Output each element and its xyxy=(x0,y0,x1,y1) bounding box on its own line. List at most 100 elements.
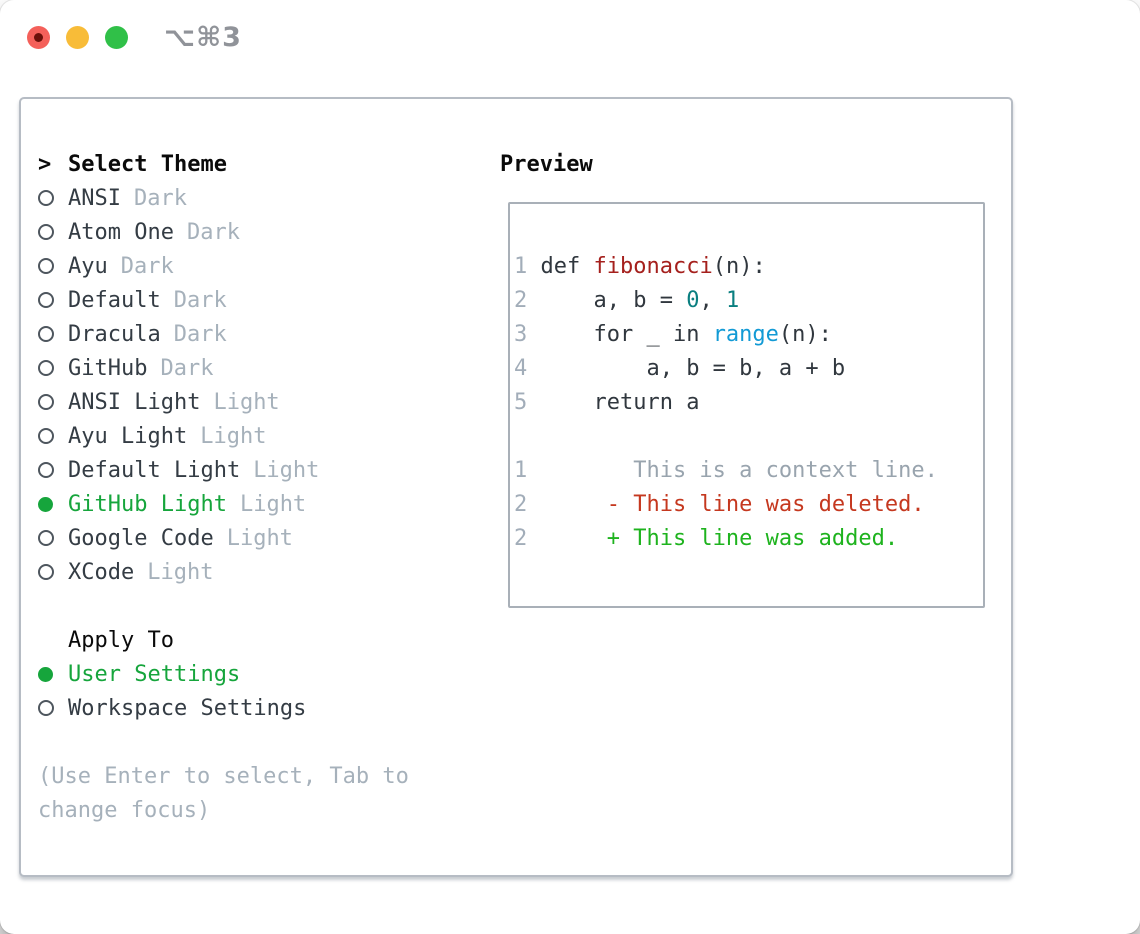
theme-option-ansi-light[interactable]: ANSI Light Light xyxy=(38,386,483,420)
theme-name: ANSI xyxy=(68,186,121,211)
line-number: 3 xyxy=(514,322,528,347)
code-token: a, b = b, a + b xyxy=(540,356,846,381)
theme-option-xcode[interactable]: XCode Light xyxy=(38,556,483,590)
theme-name: GitHub Light xyxy=(68,492,227,517)
diff-text: This is a context line. xyxy=(527,458,938,483)
code-line: 1 This is a context line. xyxy=(514,454,983,488)
theme-variant-label: Light xyxy=(200,424,267,449)
gap xyxy=(527,288,540,313)
code-line: 2 - This line was deleted. xyxy=(514,488,983,522)
gap xyxy=(527,390,540,415)
theme-variant-label: Light xyxy=(253,458,320,483)
radio-selected-icon xyxy=(38,496,53,512)
apply-to-title: Apply To xyxy=(68,628,174,653)
theme-name: ANSI Light xyxy=(68,390,201,415)
theme-name: GitHub xyxy=(68,356,148,381)
code-line: 2 + This line was added. xyxy=(514,522,983,556)
code-token: 0 xyxy=(686,288,700,313)
diff-text: + This line was added. xyxy=(527,526,899,551)
theme-option-ayu[interactable]: Ayu Dark xyxy=(38,250,483,284)
radio-icon xyxy=(38,258,54,274)
radio-icon xyxy=(38,530,54,546)
line-number: 2 xyxy=(514,526,528,551)
theme-variant-label: Dark xyxy=(173,322,227,347)
theme-variant-label: Dark xyxy=(120,254,174,279)
code-line: 5 return a xyxy=(514,386,983,420)
theme-option-ansi[interactable]: ANSI Dark xyxy=(38,182,483,216)
code-line xyxy=(514,420,983,454)
radio-icon xyxy=(38,326,54,342)
theme-name: Dracula xyxy=(68,322,161,347)
line-number: 2 xyxy=(514,492,528,517)
theme-option-ayu-light[interactable]: Ayu Light Light xyxy=(38,420,483,454)
apply-to-heading: Apply To xyxy=(38,624,483,658)
close-button[interactable] xyxy=(27,25,50,49)
cursor-marker: > xyxy=(38,152,52,177)
radio-icon xyxy=(38,564,54,580)
code-token: return a xyxy=(540,390,700,415)
radio-icon xyxy=(38,394,54,410)
code-line: 1 def fibonacci(n): xyxy=(514,250,983,284)
zoom-button[interactable] xyxy=(105,25,128,49)
theme-variant-label: Dark xyxy=(133,186,187,211)
code-line: 3 for _ in range(n): xyxy=(514,318,983,352)
apply-option-label: Workspace Settings xyxy=(68,696,307,721)
theme-option-github-light[interactable]: GitHub Light Light xyxy=(38,488,483,522)
theme-variant-label: Light xyxy=(239,492,307,517)
spacer xyxy=(38,726,483,760)
theme-option-dracula[interactable]: Dracula Dark xyxy=(38,318,483,352)
theme-option-default-light[interactable]: Default Light Light xyxy=(38,454,483,488)
code-line: 2 a, b = 0, 1 xyxy=(514,284,983,318)
titlebar: ⌥⌘3 xyxy=(0,0,1140,74)
theme-option-default[interactable]: Default Dark xyxy=(38,284,483,318)
code-token: range xyxy=(712,322,779,347)
blank-line xyxy=(514,424,527,449)
theme-name: Ayu Light xyxy=(68,424,188,449)
code-token: (n): xyxy=(778,322,832,347)
radio-icon xyxy=(38,224,54,240)
radio-icon xyxy=(38,428,54,444)
theme-option-github[interactable]: GitHub Dark xyxy=(38,352,483,386)
radio-icon xyxy=(38,292,54,308)
code-line: 4 a, b = b, a + b xyxy=(514,352,983,386)
theme-variant-label: Light xyxy=(147,560,214,585)
theme-variant-label: Light xyxy=(213,390,280,415)
theme-variant-label: Dark xyxy=(173,288,227,313)
radio-icon xyxy=(38,700,54,716)
code-token: for _ in xyxy=(540,322,713,347)
theme-name: Default xyxy=(68,288,161,313)
diff-text: - This line was deleted. xyxy=(527,492,925,517)
code-token: (n): xyxy=(712,254,766,279)
code-token: fibonacci xyxy=(593,254,713,279)
apply-option-label: User Settings xyxy=(68,662,241,687)
hint-text: (Use Enter to select, Tab to change focu… xyxy=(38,764,409,823)
code-token: def xyxy=(540,254,594,279)
line-number: 2 xyxy=(514,288,528,313)
gap xyxy=(527,356,540,381)
theme-name: XCode xyxy=(68,560,135,585)
theme-name: Google Code xyxy=(68,526,214,551)
radio-icon xyxy=(38,190,54,206)
radio-icon xyxy=(38,360,54,376)
theme-name: Ayu xyxy=(68,254,108,279)
theme-variant-label: Dark xyxy=(160,356,214,381)
select-theme-title: Select Theme xyxy=(68,152,227,177)
window-title: ⌥⌘3 xyxy=(164,21,242,53)
line-number: 1 xyxy=(514,458,528,483)
theme-name: Default Light xyxy=(68,458,241,483)
code-token: a, b = xyxy=(540,288,687,313)
spacer xyxy=(38,590,483,624)
minimize-button[interactable] xyxy=(66,25,89,49)
apply-option-user-settings[interactable]: User Settings xyxy=(38,658,483,692)
code-token: 1 xyxy=(725,288,740,313)
apply-option-workspace-settings[interactable]: Workspace Settings xyxy=(38,692,483,726)
radio-icon xyxy=(38,462,54,478)
